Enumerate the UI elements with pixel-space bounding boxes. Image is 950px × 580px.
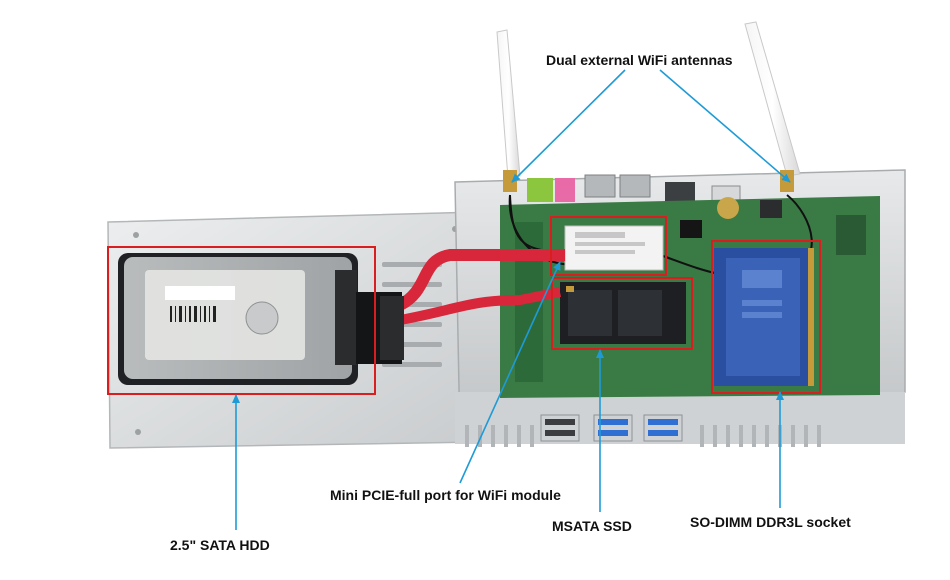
sata-cables [356,249,565,364]
msata-callout-label: MSATA SSD [552,518,632,534]
pcie-callout-label: Mini PCIE-full port for WiFi module [330,487,561,503]
hdd-callout-label: 2.5" SATA HDD [170,537,270,553]
antenna-arrow-left [511,69,626,183]
sata-hdd [118,253,358,385]
wifi-module [564,225,664,271]
callout-arrows [232,69,791,530]
sodimm-callout-label: SO-DIMM DDR3L socket [690,514,851,530]
hdd-barcode [170,306,216,322]
msata-highlight-box [551,277,693,350]
antenna-arrow-right [659,69,791,183]
ram-highlight-box [711,240,821,394]
rear-io-ports [527,174,741,209]
pcie-arrow [459,261,561,484]
antennas-callout-label: Dual external WiFi antennas [546,52,733,68]
highlight-boxes [107,216,821,395]
front-usb-ports [540,414,683,442]
hdd-highlight-box [107,246,376,395]
wifi-module-highlight-box [550,216,667,276]
ddr3l-ram [714,248,814,386]
left-antenna [496,29,521,192]
msata-ssd [560,282,686,344]
